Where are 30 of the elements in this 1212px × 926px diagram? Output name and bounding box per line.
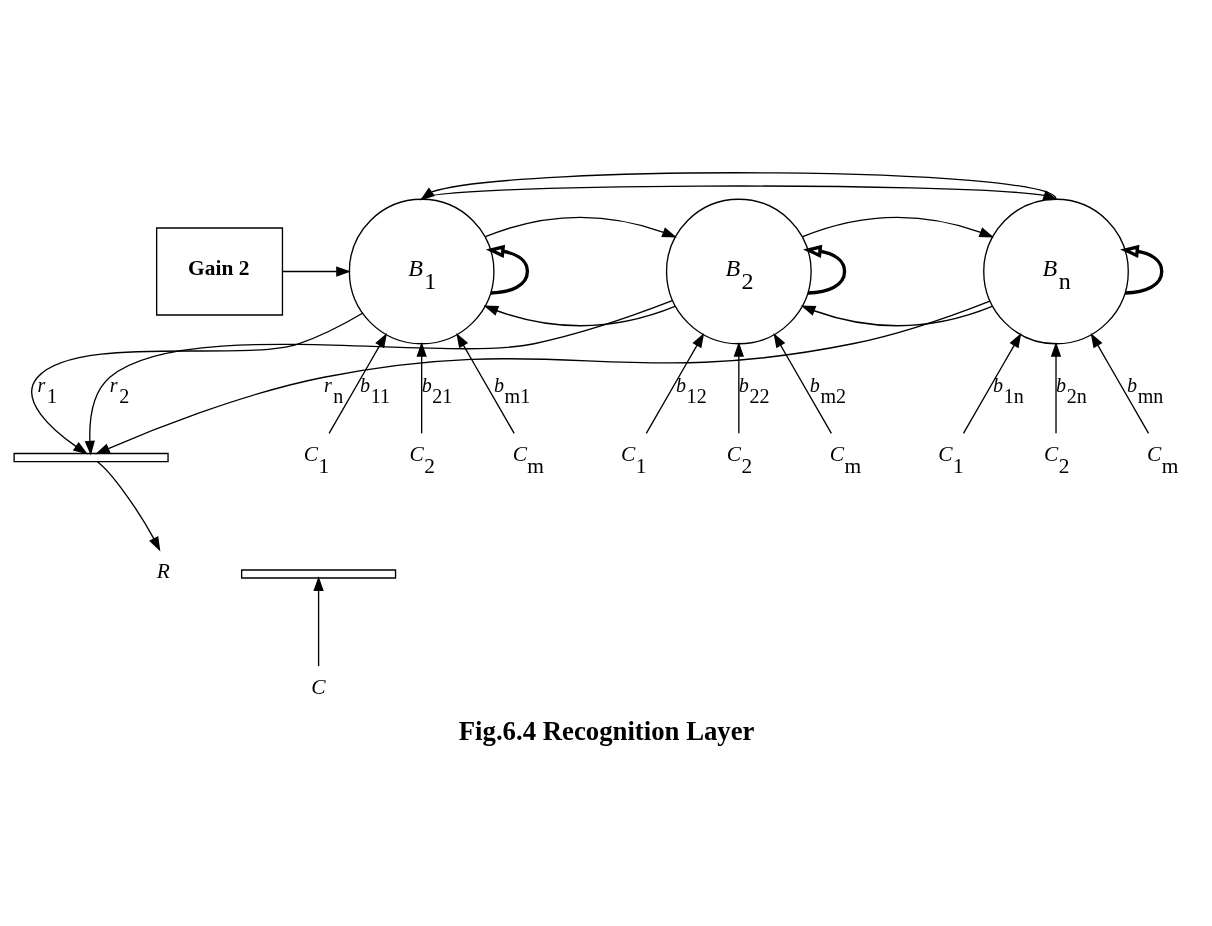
node-text: R <box>156 558 170 583</box>
arrow <box>1090 332 1150 434</box>
arrow <box>313 575 324 667</box>
arrow <box>31 312 364 454</box>
arrow <box>485 244 530 295</box>
node-text: C <box>311 674 326 699</box>
node-bar <box>240 568 397 579</box>
arrow <box>96 460 161 551</box>
arrow <box>84 299 673 455</box>
arrow <box>802 244 847 295</box>
arrow <box>420 184 1058 200</box>
caption: Fig.6.4 Recognition Layer <box>458 715 755 746</box>
arrow <box>1050 341 1062 434</box>
arrow <box>328 332 387 434</box>
node-bar <box>13 452 169 462</box>
arrow <box>773 332 833 434</box>
arrow <box>456 332 515 434</box>
arrow <box>800 305 993 326</box>
arrow <box>420 171 1057 200</box>
arrow <box>801 216 995 237</box>
arrow <box>962 332 1022 434</box>
node-box: Gain 2 <box>156 226 284 316</box>
arrow <box>416 341 427 434</box>
arrow <box>483 305 676 326</box>
arrow <box>484 216 677 237</box>
arrow <box>1120 244 1164 295</box>
arrow <box>645 332 705 434</box>
arrow <box>733 341 744 434</box>
arrow <box>95 299 991 454</box>
arrow <box>282 265 351 277</box>
